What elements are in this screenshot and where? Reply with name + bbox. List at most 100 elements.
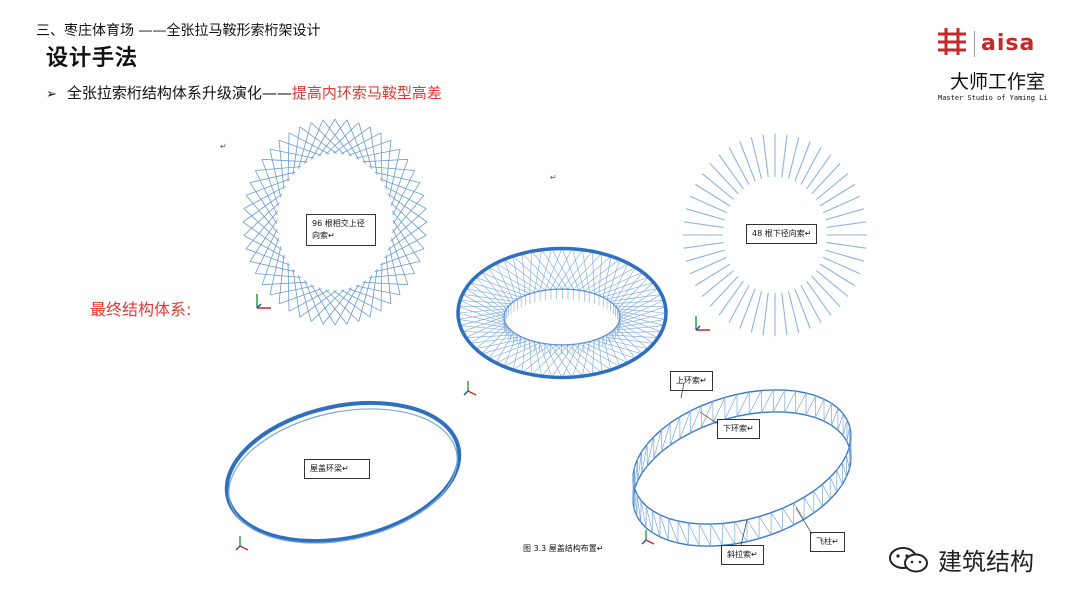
structure-line (746, 515, 760, 521)
structure-line (572, 344, 612, 371)
structure-line (687, 522, 700, 547)
structure-line (690, 405, 702, 412)
mark-2: ↵ (550, 173, 557, 182)
structure-line (245, 248, 291, 266)
structure-line (695, 183, 731, 207)
structure-line (544, 343, 563, 378)
structure-line (652, 510, 661, 537)
structure-line (823, 420, 832, 426)
structure-line (636, 516, 642, 523)
structure-line (531, 251, 563, 290)
structure-line (615, 271, 643, 307)
structure-line (841, 476, 848, 485)
structure-line (318, 287, 348, 325)
structure-line (794, 141, 811, 182)
structure-line (593, 339, 643, 355)
structure-line (292, 126, 301, 175)
structure-line (734, 541, 748, 545)
watermark-text: 建筑结构 (938, 548, 1034, 576)
structure-line (310, 289, 345, 322)
structure-line (615, 327, 643, 355)
structure-line (618, 311, 666, 320)
structure-line (582, 249, 590, 293)
structure-line (550, 344, 573, 378)
structure-line (636, 494, 642, 523)
structure-line (829, 491, 838, 500)
upper-radial-cables-figure (242, 118, 428, 326)
structure-line (571, 342, 585, 378)
structure-line (550, 248, 573, 290)
structure-line (823, 398, 832, 404)
structure-line (243, 235, 286, 259)
structure-line (728, 285, 750, 323)
structure-line (249, 171, 296, 183)
structure-line (819, 183, 855, 207)
structure-line (470, 282, 506, 312)
section-heading: 三、枣庄体育场 ——全张拉马鞍形索桁架设计 (36, 23, 321, 39)
structure-line (612, 300, 665, 304)
structure-line (803, 512, 815, 520)
structure-line (659, 514, 669, 520)
structure-line (846, 419, 851, 427)
bullet-arrow-icon: ➢ (46, 87, 57, 102)
structure-line (815, 270, 849, 298)
structure-line (299, 290, 337, 318)
structure-line (750, 137, 763, 179)
structure-line (685, 249, 725, 262)
structure-line (571, 248, 585, 292)
structure-line (334, 284, 360, 326)
structure-line (618, 306, 666, 323)
structure-line (254, 170, 278, 216)
structure-line (701, 172, 735, 200)
structure-line (646, 436, 655, 467)
structure-line (325, 289, 360, 322)
structure-line (739, 288, 756, 329)
structure-line (249, 261, 296, 273)
structure-line (661, 422, 671, 431)
structure-line (578, 343, 620, 367)
structure-line (652, 510, 661, 516)
structure-line (539, 342, 553, 378)
structure-line (793, 518, 805, 526)
structure-line (593, 271, 643, 295)
structure-line (846, 454, 850, 470)
structure-line (800, 285, 822, 323)
structure-line (529, 251, 533, 294)
structure-line (551, 344, 574, 378)
structure-line (534, 249, 542, 293)
structure-line (724, 393, 738, 399)
structure-line (278, 288, 322, 305)
structure-line (333, 290, 371, 318)
structure-line (831, 407, 839, 426)
structure-line (619, 300, 665, 321)
structure-line (459, 300, 505, 321)
structure-line (842, 413, 848, 420)
structure-line (761, 411, 774, 414)
structure-line (255, 166, 302, 171)
structure-line (551, 248, 574, 290)
structure-line (269, 246, 282, 295)
structure-line (815, 398, 825, 418)
structure-line (822, 484, 831, 500)
structure-line (617, 308, 667, 314)
structure-line (613, 329, 636, 359)
structure-line (459, 313, 505, 326)
structure-line (278, 139, 322, 156)
structure-line (475, 338, 526, 350)
structure-line (842, 419, 848, 436)
structure-line (521, 253, 526, 296)
structure-line (815, 394, 825, 400)
structure-line (701, 270, 735, 298)
structure-line (746, 537, 760, 543)
flying-strut-callout: 飞柱↵ (810, 532, 845, 552)
structure-line (636, 473, 643, 482)
cable-truss-ring-figure (632, 389, 852, 547)
structure-line (269, 149, 282, 198)
structure-line (661, 422, 671, 452)
structure-line (806, 280, 832, 316)
structure-line (800, 147, 822, 185)
structure-line (539, 248, 553, 292)
structure-line (822, 498, 831, 507)
structure-line (288, 132, 330, 155)
structure-line (287, 132, 290, 182)
